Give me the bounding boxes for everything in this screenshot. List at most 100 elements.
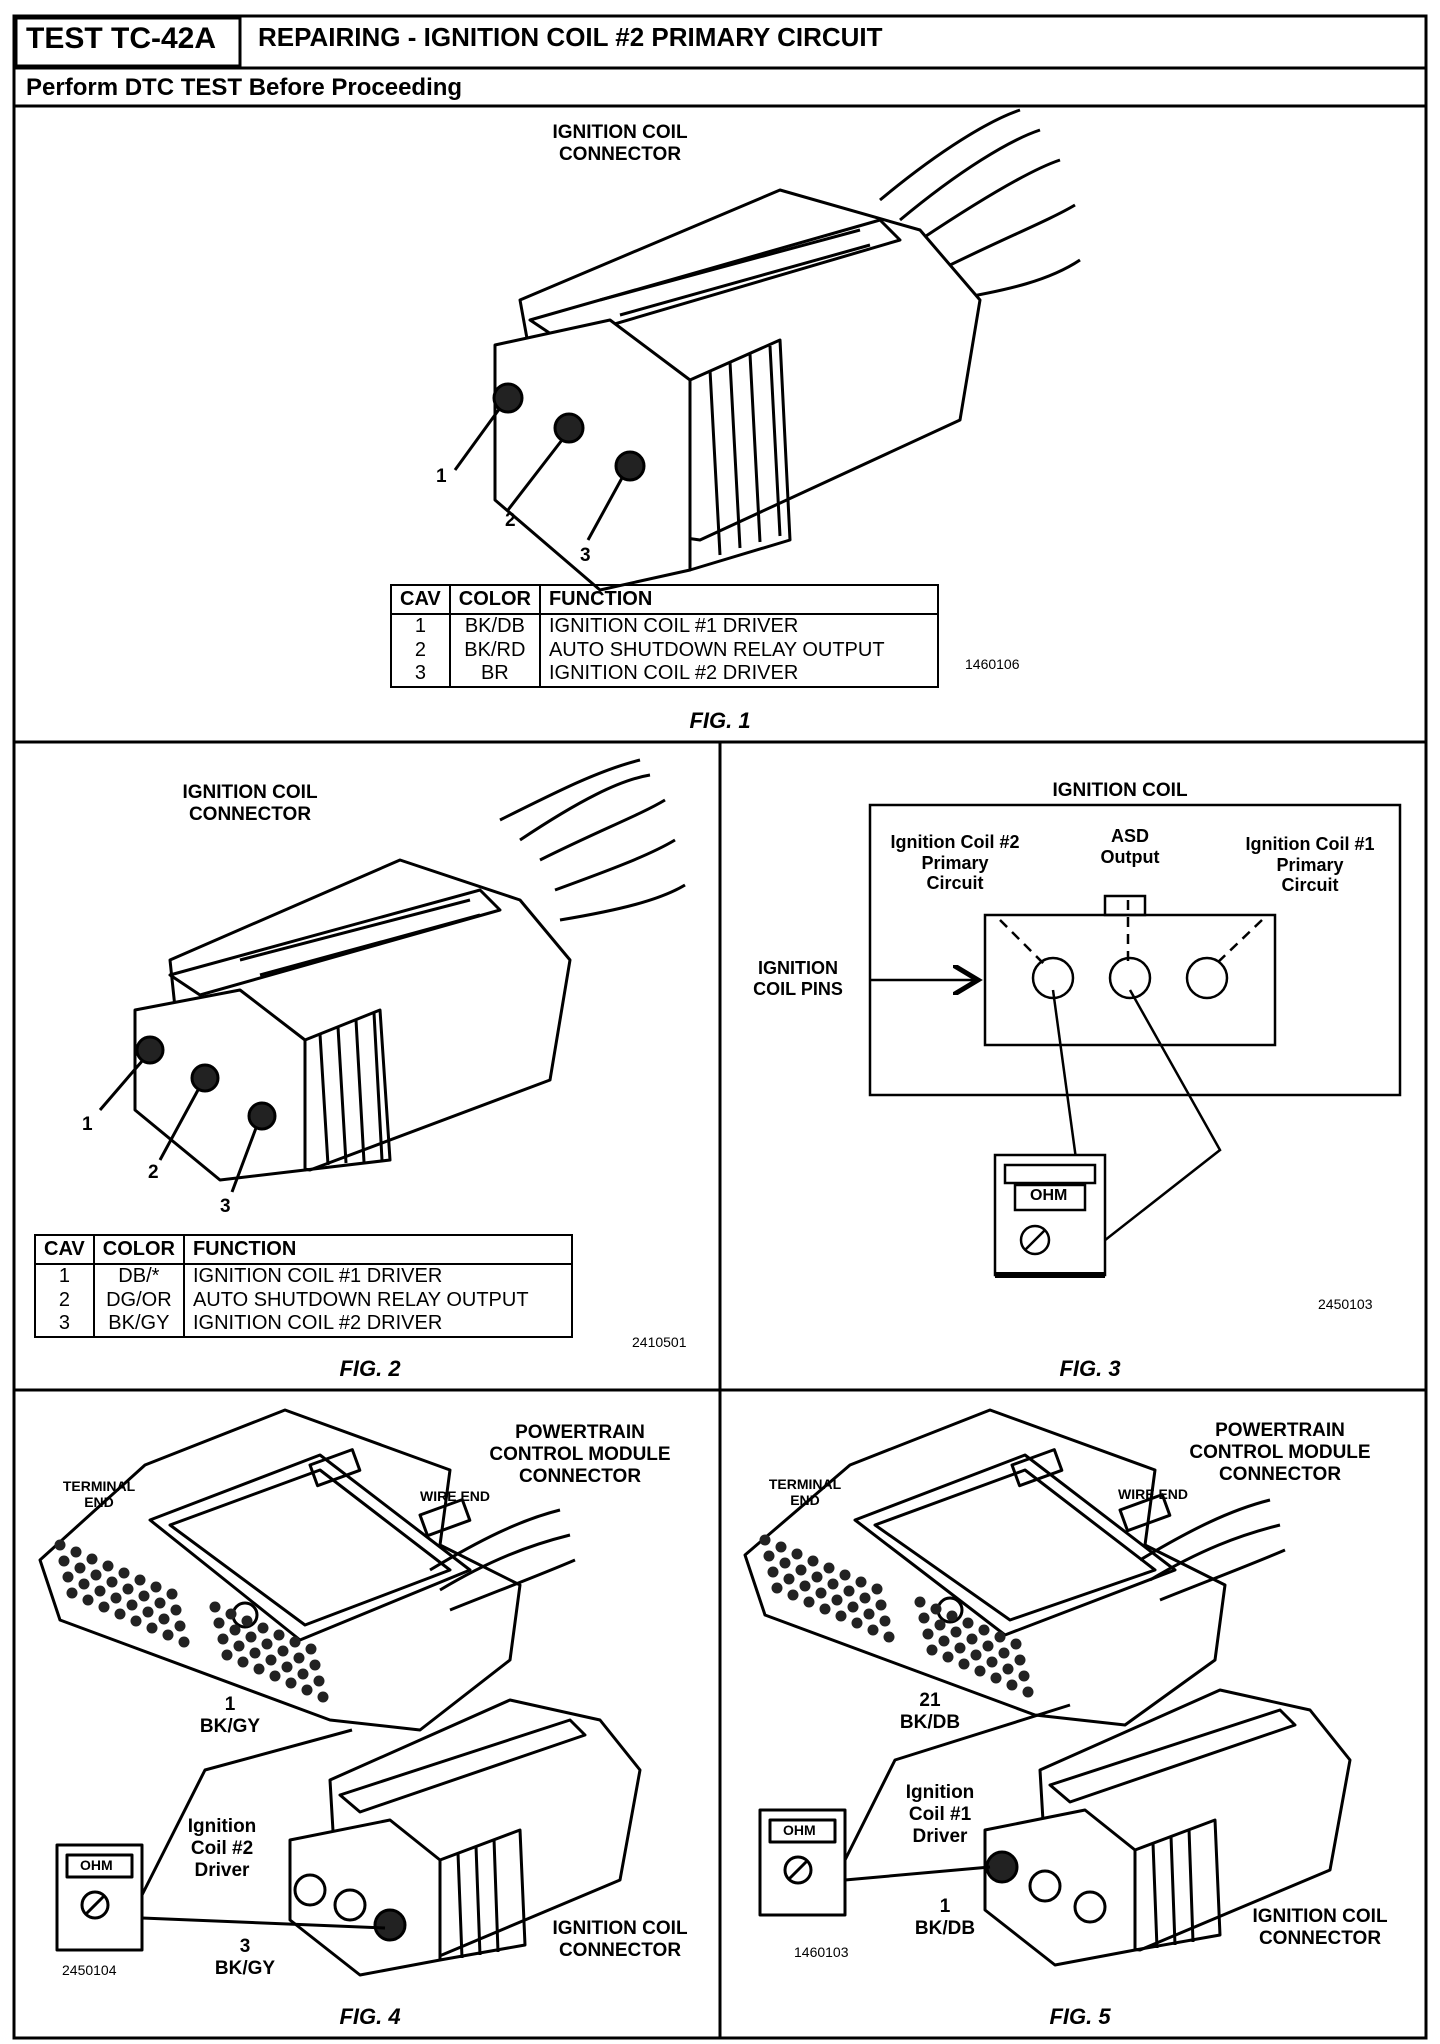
pcm-pin (130, 1615, 142, 1627)
pcm-pin (225, 1608, 237, 1620)
pcm-pin (847, 1601, 859, 1613)
fig5-code: 1460103 (794, 1944, 849, 1960)
fig2-connector-label: IGNITION COIL CONNECTOR (182, 782, 318, 825)
pcm-pin (253, 1663, 265, 1675)
pcm-pin (98, 1601, 110, 1613)
pcm-pin (1006, 1679, 1018, 1691)
pcm-pin (851, 1617, 863, 1629)
pcm-pin (823, 1562, 835, 1574)
pcm-pin (958, 1658, 970, 1670)
pcm-pin (1018, 1670, 1030, 1682)
pcm-pin (134, 1574, 146, 1586)
cell-color: BR (448, 662, 541, 688)
fig4-wire-end: WIRE END (420, 1488, 490, 1504)
cell-function: IGNITION COIL #2 DRIVER (182, 1312, 573, 1338)
pcm-pin (926, 1644, 938, 1656)
cell-cav: 2 (34, 1288, 95, 1313)
pcm-pin (162, 1629, 174, 1641)
pcm-pin (237, 1656, 249, 1668)
pcm-pin (102, 1560, 114, 1572)
pcm-pin (990, 1672, 1002, 1684)
pcm-pin (962, 1617, 974, 1629)
fig4-pcm-pin-grid (54, 1539, 329, 1703)
cell-cav: 3 (390, 662, 451, 688)
pcm-pin (289, 1636, 301, 1648)
pcm-pin (209, 1601, 221, 1613)
pcm-pin (759, 1534, 771, 1546)
pcm-pin (82, 1594, 94, 1606)
pcm-pin (245, 1631, 257, 1643)
cell-cav: 3 (34, 1312, 95, 1338)
pcm-pin (954, 1642, 966, 1654)
pcm-pin (883, 1631, 895, 1643)
page-subtitle: Perform DTC TEST Before Proceeding (26, 74, 463, 101)
pcm-pin (763, 1550, 775, 1562)
fig1-pin-1: 1 (436, 466, 447, 487)
pcm-pin (281, 1661, 293, 1673)
fig4-meter-display: OHM (80, 1857, 113, 1873)
table-row: 2 DG/OR AUTO SHUTDOWN RELAY OUTPUT (34, 1288, 573, 1313)
fig5-pcm-pin-grid (759, 1534, 1034, 1698)
pcm-pin (70, 1546, 82, 1558)
pcm-pin (879, 1615, 891, 1627)
fig5-driver-label: Ignition Coil #1 Driver (905, 1782, 975, 1847)
fig3-label-pins: IGNITION COIL PINS (753, 958, 843, 999)
pcm-pin (918, 1612, 930, 1624)
pcm-pin (150, 1581, 162, 1593)
pcm-pin (803, 1596, 815, 1608)
table-row: 1 BK/DB IGNITION COIL #1 DRIVER (390, 614, 939, 639)
pcm-pin (118, 1567, 130, 1579)
pcm-pin (74, 1562, 86, 1574)
pcm-pin (783, 1573, 795, 1585)
table-row: 3 BR IGNITION COIL #2 DRIVER (390, 662, 939, 688)
pcm-pin (86, 1553, 98, 1565)
pcm-pin (62, 1571, 74, 1583)
pcm-pin (229, 1624, 241, 1636)
pcm-pin (273, 1629, 285, 1641)
pcm-pin (261, 1638, 273, 1650)
fig4-driver-label: Ignition Coil #2 Driver (187, 1816, 257, 1881)
fig4-coil-label: IGNITION COIL CONNECTOR (552, 1918, 688, 1961)
col-cav: CAV (390, 584, 451, 615)
fig2-connector-drawing (98, 758, 686, 1193)
pcm-pin (94, 1585, 106, 1597)
pcm-pin (269, 1670, 281, 1682)
pcm-pin (978, 1624, 990, 1636)
pcm-pin (795, 1564, 807, 1576)
fig4-cavity-label: 3 BK/GY (214, 1936, 276, 1979)
pcm-pin (807, 1555, 819, 1567)
pcm-pin (54, 1539, 66, 1551)
pcm-pin (1002, 1663, 1014, 1675)
pcm-pin (309, 1659, 321, 1671)
pcm-pin (66, 1587, 78, 1599)
pcm-pin (249, 1647, 261, 1659)
cell-color: BK/GY (92, 1312, 185, 1338)
fig4-terminal-end: TERMINAL END (62, 1478, 136, 1511)
fig2-caption: FIG. 2 (339, 1356, 401, 1381)
col-color: COLOR (448, 584, 541, 615)
fig1-pin-3: 3 (580, 545, 591, 566)
fig3-label-asd: ASD Output (1100, 826, 1160, 867)
fig3-title: IGNITION COIL (1052, 780, 1188, 801)
fig1-connector-label: IGNITION COIL CONNECTOR (552, 122, 688, 165)
pcm-pin (950, 1626, 962, 1638)
pcm-pin (986, 1656, 998, 1668)
cell-cav: 1 (390, 614, 451, 639)
pcm-pin (831, 1594, 843, 1606)
cell-cav: 1 (34, 1264, 95, 1289)
pcm-pin (217, 1633, 229, 1645)
table-header-row: CAV COLOR FUNCTION (390, 584, 939, 615)
pcm-pin (233, 1640, 245, 1652)
pcm-pin (922, 1628, 934, 1640)
pcm-pin (835, 1610, 847, 1622)
fig1-caption: FIG. 1 (689, 708, 751, 733)
pcm-pin (799, 1580, 811, 1592)
col-color: COLOR (92, 1234, 185, 1265)
pcm-pin (867, 1624, 879, 1636)
test-id: TEST TC-42A (26, 22, 217, 55)
fig2-pin-1: 1 (82, 1114, 93, 1135)
pcm-pin (1022, 1686, 1034, 1698)
pcm-pin (974, 1665, 986, 1677)
